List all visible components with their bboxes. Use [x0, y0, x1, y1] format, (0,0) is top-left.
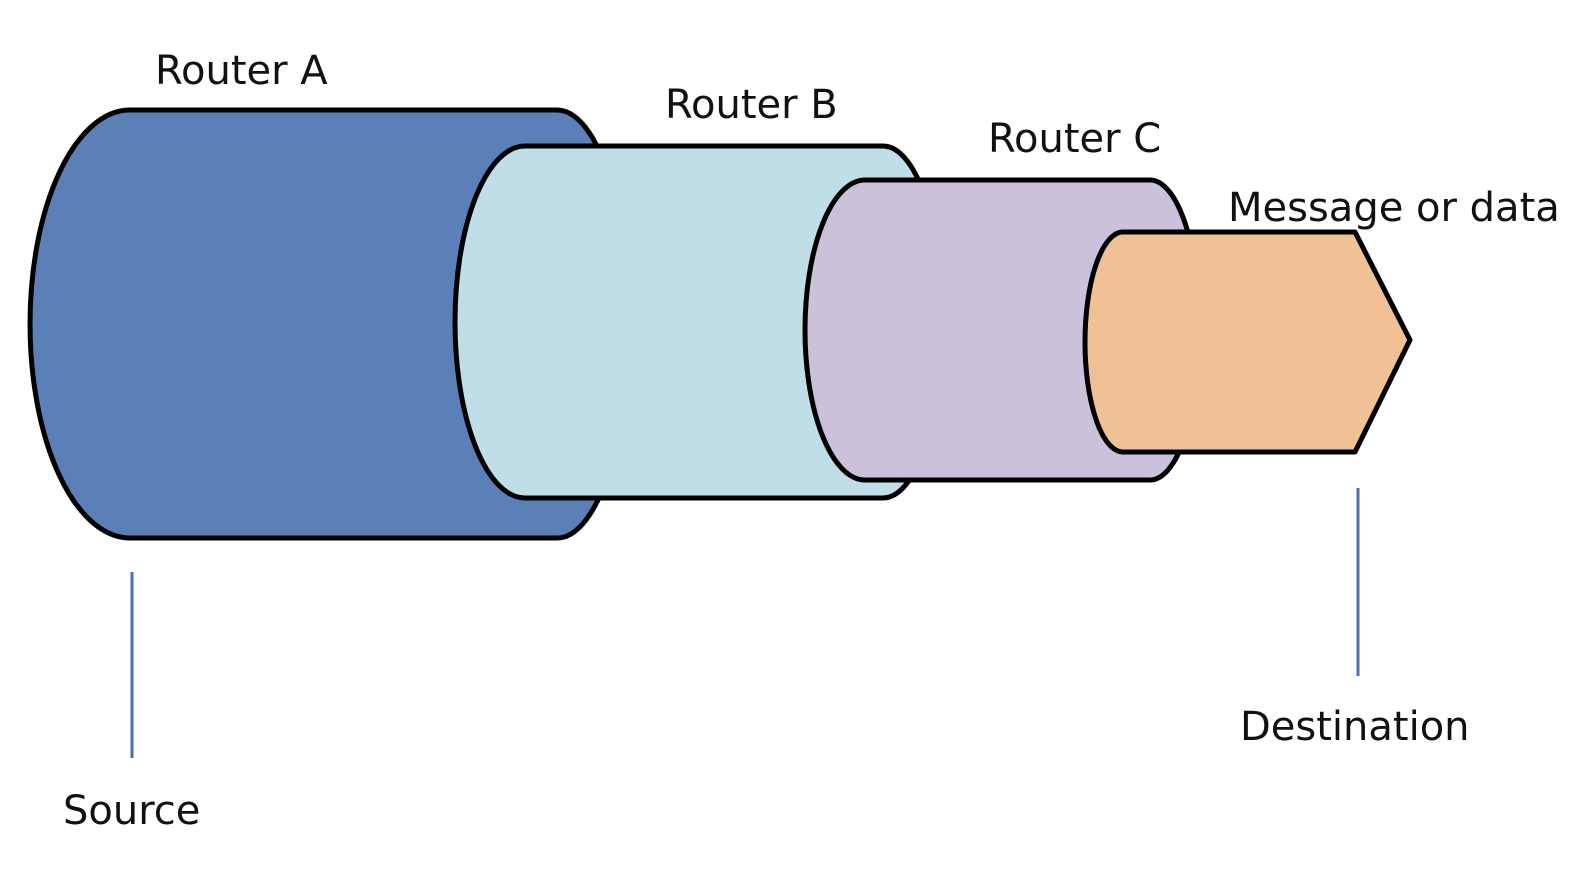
message-label: Message or data — [1228, 185, 1560, 231]
destination-label: Destination — [1240, 704, 1470, 750]
source-label: Source — [63, 788, 200, 834]
message-core — [1082, 229, 1413, 455]
message-arrow — [1082, 229, 1413, 455]
router-c-label: Router C — [988, 116, 1161, 162]
router-a-label: Router A — [155, 48, 328, 94]
router-b-label: Router B — [665, 82, 838, 128]
